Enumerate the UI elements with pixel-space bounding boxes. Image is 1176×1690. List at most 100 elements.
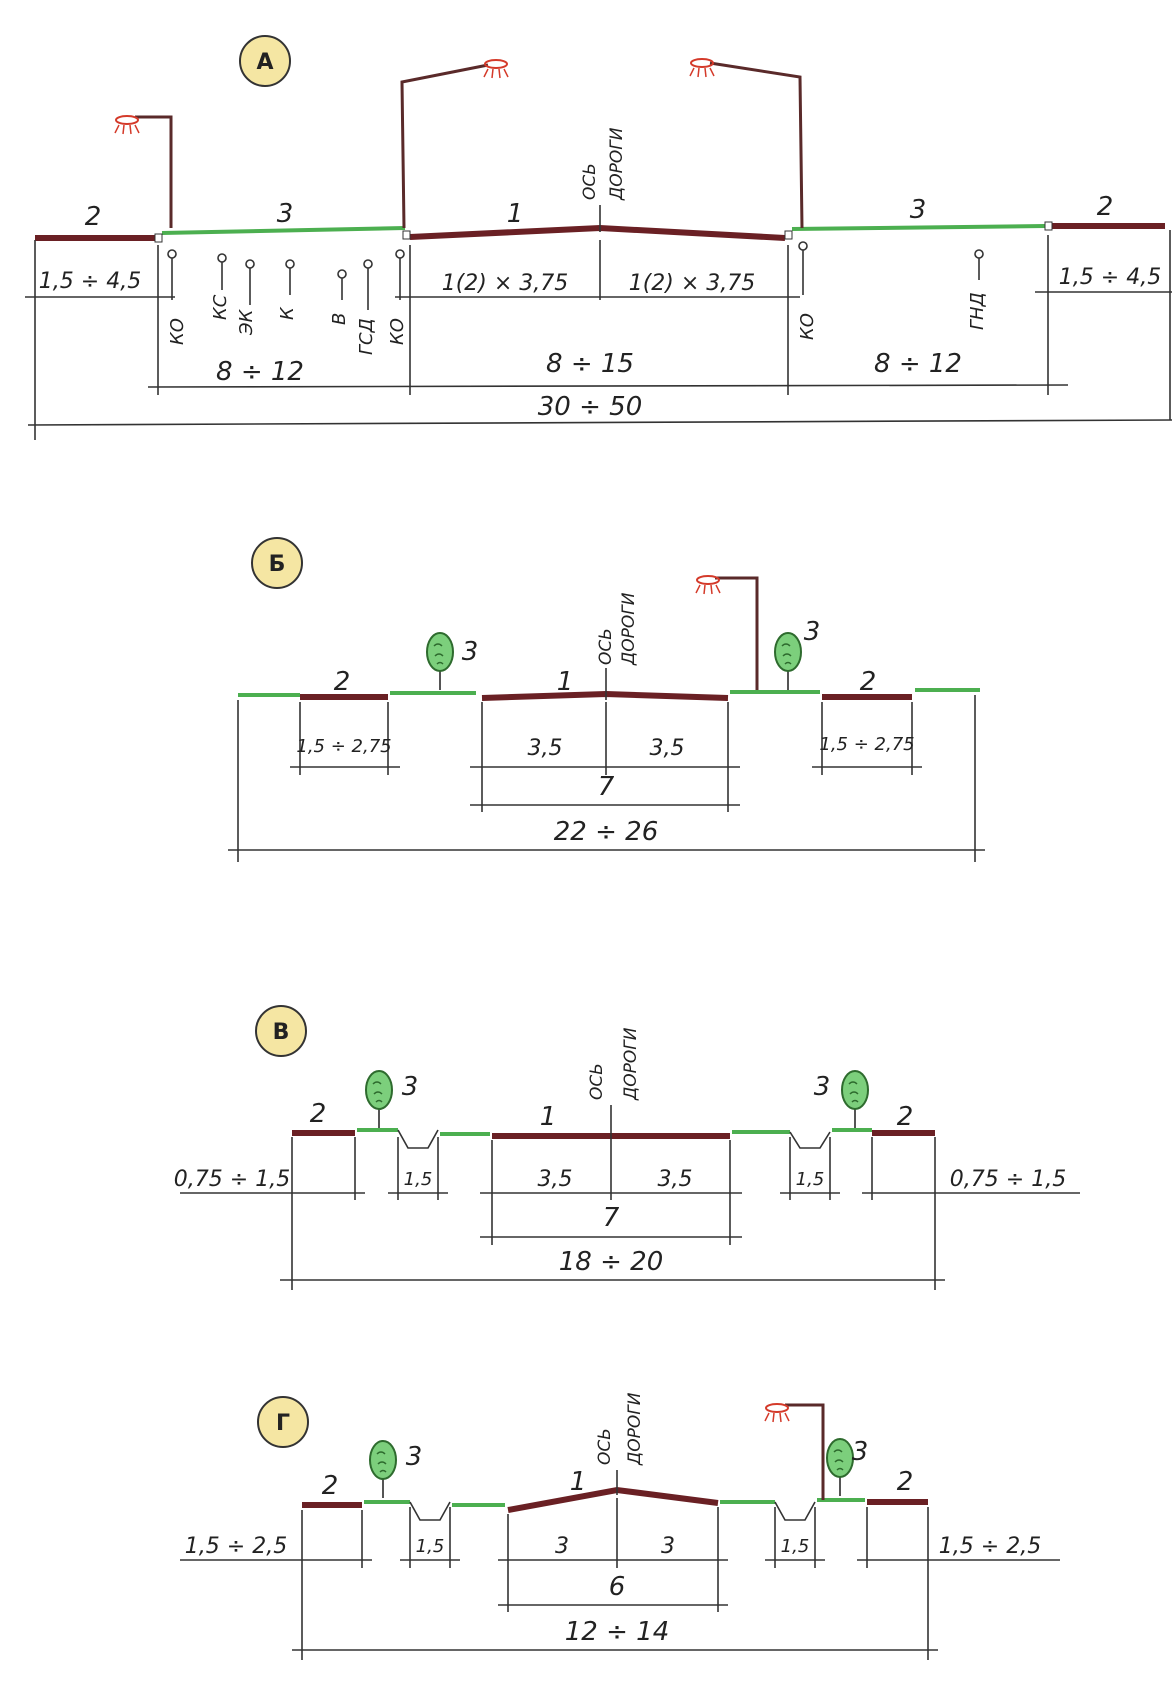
- section-b-lamp-pole: [715, 576, 759, 690]
- section-a-utility-label: К: [277, 306, 298, 320]
- section-a-carriageway: [409, 224, 786, 241]
- section-a-curb: [1044, 221, 1053, 231]
- section-d-lamp-pole: [785, 1403, 825, 1500]
- section-c-zone-label: 3: [814, 1072, 831, 1102]
- section-d-dimension-lines: [180, 1498, 1060, 1660]
- section-d-dim-lane-left: 3: [555, 1534, 569, 1559]
- section-a-dimension-lines: [25, 230, 1173, 440]
- section-a: А ОСЬ ДОРОГИ 2 3 1 3 2: [25, 35, 1173, 440]
- section-c-dim-ditch-left: 1,5: [404, 1169, 433, 1190]
- section-a-lamp-center-left: [483, 59, 509, 79]
- section-a-curb: [402, 230, 411, 240]
- section-c-dim-walk-right: 0,75 ÷ 1,5: [950, 1167, 1066, 1192]
- section-b-dim-walk-right: 1,5 ÷ 2,75: [819, 734, 914, 755]
- section-b-badge: [251, 537, 303, 589]
- section-c-title: В: [273, 1020, 290, 1045]
- section-a-dim-strip-left: 8 ÷ 12: [216, 357, 304, 387]
- section-a-zone-label: 3: [277, 199, 294, 229]
- section-c-dimension-lines: [180, 1137, 1080, 1290]
- section-c-dim-lane-right: 3,5: [658, 1167, 693, 1192]
- section-c-zone-label: 1: [540, 1102, 557, 1132]
- section-a-dim-lane-left: 1(2) × 3,75: [442, 271, 569, 296]
- section-a-zone-label: 1: [507, 199, 524, 229]
- section-a-zone-label: 2: [85, 202, 102, 232]
- section-a-lamp-pole-center-left: [400, 63, 489, 229]
- section-a-axis-label-bottom: ДОРОГИ: [607, 127, 627, 201]
- section-c-dim-walk-left: 0,75 ÷ 1,5: [174, 1167, 290, 1192]
- section-a-dim-walk-left: 1,5 ÷ 4,5: [39, 269, 141, 294]
- section-d-dim-ditch-right: 1,5: [781, 1536, 810, 1557]
- section-a-zone-label: 2: [1097, 192, 1114, 222]
- section-c-zone-label: 2: [897, 1102, 914, 1132]
- section-b-dim-lane-right: 3,5: [650, 736, 685, 761]
- section-b-zone-label: 1: [557, 667, 574, 697]
- section-c-dim-total: 18 ÷ 20: [559, 1247, 663, 1277]
- section-d-badge: [257, 1396, 309, 1448]
- section-d-ditch-right: [774, 1501, 816, 1521]
- section-c-zone-label: 2: [310, 1099, 327, 1129]
- section-b-tree-left: [426, 632, 454, 691]
- section-d-carriageway: [507, 1486, 719, 1513]
- section-d-dim-lane-right: 3: [661, 1534, 675, 1559]
- section-d-axis-label-bottom: ДОРОГИ: [625, 1392, 645, 1466]
- section-a-zone-label: 3: [910, 195, 927, 225]
- section-b-carriageway: [481, 690, 729, 701]
- section-c-axis-label-top: ОСЬ: [587, 1063, 607, 1100]
- section-c-tree-left: [365, 1070, 393, 1129]
- section-d-lamp: [764, 1403, 790, 1423]
- section-a-badge: [239, 35, 291, 87]
- section-c-dim-ditch-right: 1,5: [796, 1169, 825, 1190]
- section-a-utility-label: ГНД: [967, 292, 988, 330]
- section-a-lamp-pole-center-right: [709, 61, 804, 229]
- section-d-zone-label: 2: [322, 1471, 339, 1501]
- section-b-dim-walk-left: 1,5 ÷ 2,75: [296, 736, 391, 757]
- section-b-dim-carriageway: 7: [598, 772, 615, 802]
- section-b-zone-label: 3: [804, 617, 821, 647]
- section-b-zone-label: 2: [860, 667, 877, 697]
- section-d-zone-label: 3: [406, 1442, 423, 1472]
- section-d-tree-left: [369, 1440, 397, 1499]
- section-c-badge: [255, 1005, 307, 1057]
- section-a-utility-label: КО: [167, 318, 188, 345]
- section-c-ditch-right: [789, 1131, 831, 1149]
- section-a-curb: [784, 230, 793, 240]
- section-d-ditch-left: [409, 1501, 451, 1521]
- section-d-title: Г: [276, 1411, 290, 1436]
- section-d-dim-total: 12 ÷ 14: [565, 1617, 669, 1647]
- section-c-dim-carriageway: 7: [603, 1203, 620, 1233]
- section-c-tree-right: [841, 1070, 869, 1129]
- section-a-title: А: [256, 50, 273, 75]
- section-d-dim-carriageway: 6: [609, 1572, 626, 1602]
- section-a-green-strip-right: [791, 224, 1046, 231]
- section-d-axis-label-top: ОСЬ: [595, 1428, 615, 1465]
- section-d: Г ОСЬ ДОРОГИ 2 3 1 3 2: [180, 1392, 1060, 1660]
- section-a-utility-label: КО: [387, 318, 408, 345]
- section-b-dimension-lines: [228, 695, 985, 862]
- section-b-dim-total: 22 ÷ 26: [554, 817, 658, 847]
- section-b-axis-label-bottom: ДОРОГИ: [619, 592, 639, 666]
- section-a-lamp-pole-left: [135, 115, 173, 228]
- section-b: Б ОСЬ ДОРОГИ 2 3 1 3 2: [228, 537, 985, 862]
- section-a-utility-label: КС: [210, 294, 231, 320]
- section-b-axis-label-top: ОСЬ: [596, 628, 616, 665]
- section-c: В ОСЬ ДОРОГИ 2 3 1 3 2: [174, 1005, 1080, 1290]
- section-a-dim-carriageway: 8 ÷ 15: [546, 349, 634, 379]
- section-a-utility-label: В: [329, 313, 350, 325]
- section-b-zone-label: 2: [334, 667, 351, 697]
- section-a-dim-total: 30 ÷ 50: [538, 392, 642, 422]
- section-a-dim-strip-right: 8 ÷ 12: [874, 349, 962, 379]
- section-c-dim-lane-left: 3,5: [538, 1167, 573, 1192]
- section-d-dim-walk-left: 1,5 ÷ 2,5: [185, 1534, 287, 1559]
- section-d-dim-ditch-left: 1,5: [416, 1536, 445, 1557]
- section-d-zone-label: 3: [852, 1437, 869, 1467]
- section-a-utility-label: ЭК: [236, 308, 257, 336]
- section-a-curb: [154, 233, 163, 243]
- section-d-dim-walk-right: 1,5 ÷ 2,5: [939, 1534, 1041, 1559]
- section-d-zone-label: 2: [897, 1467, 914, 1497]
- section-a-utility-label: ГСД: [356, 318, 377, 355]
- section-b-title: Б: [269, 552, 286, 577]
- section-c-axis-label-bottom: ДОРОГИ: [621, 1027, 641, 1101]
- section-b-zone-label: 3: [462, 637, 479, 667]
- section-a-axis-label-top: ОСЬ: [580, 163, 600, 200]
